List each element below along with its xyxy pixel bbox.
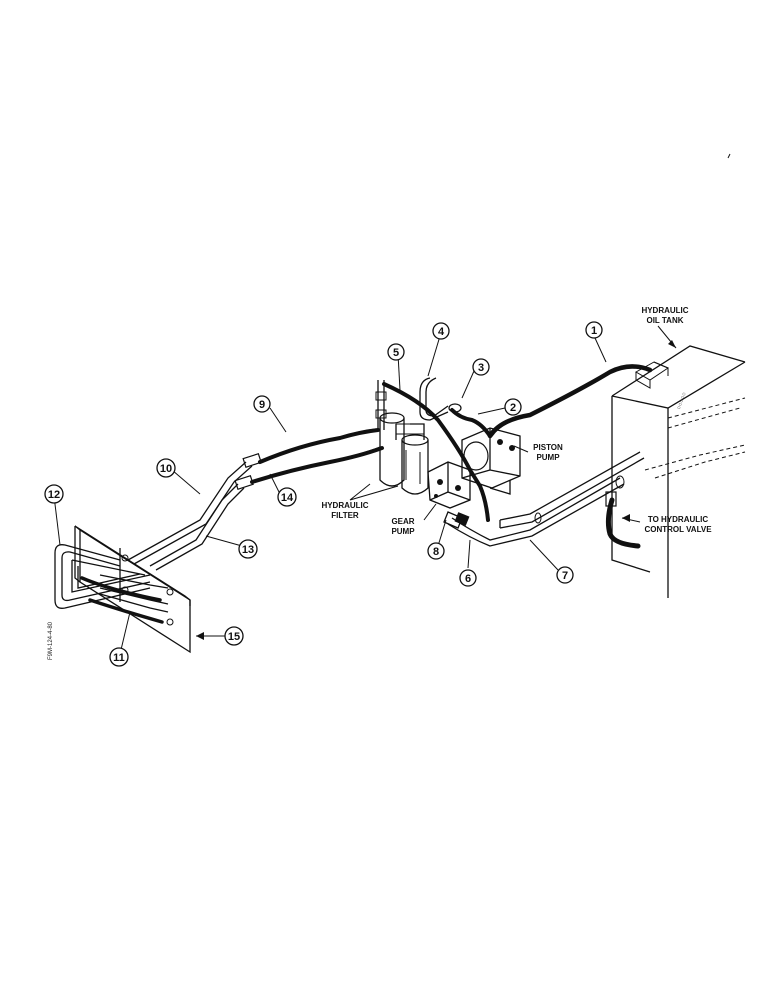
- callout-6: 6: [459, 569, 477, 587]
- tube-4: [419, 377, 449, 421]
- oil-cooler: [74, 525, 191, 654]
- label-hydraulic-filter: HYDRAULIC FILTER: [321, 501, 368, 520]
- callout-14: 14: [277, 487, 297, 507]
- svg-text:PUMP: PUMP: [391, 527, 415, 536]
- label-gear-pump: GEAR PUMP: [391, 517, 415, 536]
- svg-text:HYDRAULIC: HYDRAULIC: [321, 501, 368, 510]
- label-piston-pump: PISTON PUMP: [533, 443, 563, 462]
- callout-10: 10: [156, 458, 176, 478]
- svg-text:12: 12: [48, 489, 60, 501]
- svg-text:CONTROL VALVE: CONTROL VALVE: [644, 525, 712, 534]
- svg-text:11: 11: [113, 652, 125, 664]
- figure-id: F9M-124-4-80: [48, 621, 54, 660]
- svg-text:9: 9: [259, 399, 265, 411]
- tube-7: [499, 451, 641, 521]
- callout-11: 11: [109, 647, 129, 667]
- fitting-8: [443, 511, 470, 529]
- svg-text:7: 7: [562, 570, 568, 582]
- piston-pump: [461, 427, 521, 495]
- callout-13: 13: [238, 539, 258, 559]
- cooler-coil-tube: [54, 544, 169, 613]
- svg-text:14: 14: [281, 492, 294, 504]
- svg-text:3: 3: [478, 362, 484, 374]
- callout-8: 8: [427, 542, 445, 560]
- callout-5: 5: [387, 343, 405, 361]
- svg-text:○○○○○: ○○○○○: [676, 391, 688, 410]
- callout-1: 1: [585, 321, 603, 339]
- callout-9: 9: [253, 395, 271, 413]
- hose-9: [258, 428, 380, 464]
- hydraulic-filter: [375, 380, 429, 495]
- tube-13: [149, 483, 239, 567]
- tube-6: [451, 477, 621, 541]
- label-control-valve: TO HYDRAULIC CONTROL VALVE: [644, 515, 712, 534]
- callout-12: 12: [44, 484, 64, 504]
- svg-text:13: 13: [242, 544, 254, 556]
- callout-3: 3: [472, 358, 490, 376]
- hose-1: [487, 364, 653, 439]
- hose-14: [250, 446, 384, 484]
- callout-15: 15: [224, 626, 244, 646]
- svg-text:PISTON: PISTON: [533, 443, 563, 452]
- svg-text:8: 8: [433, 546, 439, 558]
- svg-text:5: 5: [393, 347, 399, 359]
- gear-pump: [427, 461, 471, 509]
- callout-7: 7: [556, 566, 574, 584]
- svg-text:PUMP: PUMP: [536, 453, 560, 462]
- svg-text:15: 15: [228, 631, 240, 643]
- hydraulic-oil-tank: ○○○○○: [611, 345, 746, 598]
- callout-4: 4: [432, 322, 450, 340]
- svg-text:HYDRAULIC: HYDRAULIC: [641, 306, 688, 315]
- callout-leaders: [53, 325, 677, 655]
- hose-2: [450, 408, 492, 438]
- svg-text:10: 10: [160, 463, 172, 475]
- svg-text:TO HYDRAULIC: TO HYDRAULIC: [648, 515, 709, 524]
- svg-text:1: 1: [591, 325, 597, 337]
- tube-10: [127, 461, 247, 561]
- hose-5: [382, 382, 490, 522]
- svg-text:GEAR: GEAR: [391, 517, 414, 526]
- svg-text:FILTER: FILTER: [331, 511, 359, 520]
- callout-2: 2: [504, 398, 522, 416]
- svg-text:2: 2: [510, 402, 516, 414]
- svg-text:OIL TANK: OIL TANK: [646, 316, 683, 325]
- svg-text:4: 4: [438, 326, 445, 338]
- label-hydraulic-oil-tank: HYDRAULIC OIL TANK: [641, 306, 688, 325]
- hose-11: [80, 576, 162, 602]
- svg-text:6: 6: [465, 573, 471, 585]
